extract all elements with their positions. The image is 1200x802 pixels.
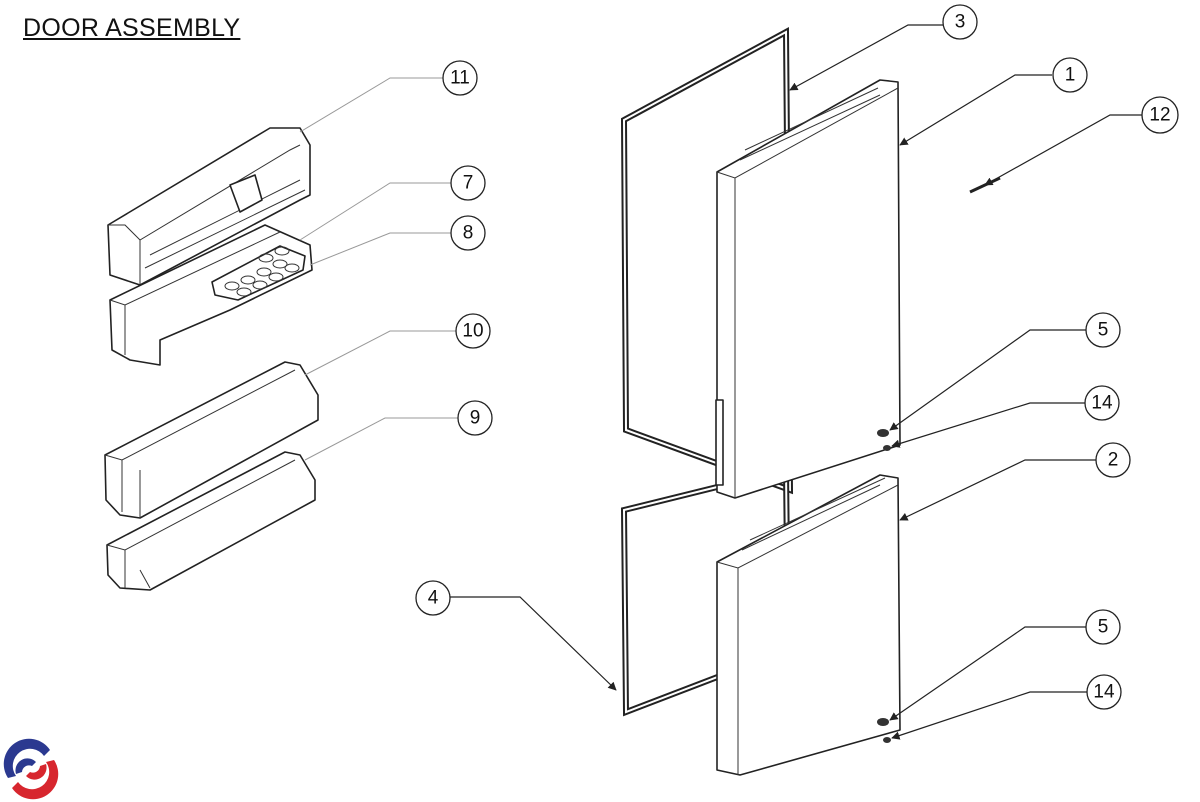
svg-text:14: 14 [1093, 682, 1115, 703]
svg-text:8: 8 [463, 223, 474, 244]
part-1-upper-door [715, 79, 901, 499]
callout-12: 12 [1141, 96, 1179, 134]
callout-2: 2 [1095, 442, 1131, 478]
callout-14-lower: 14 [1086, 674, 1122, 710]
part-2-lower-door [716, 474, 901, 776]
svg-text:4: 4 [428, 588, 439, 609]
part-11-dairy-compartment [107, 127, 311, 286]
callout-11: 11 [442, 60, 478, 96]
callout-7: 7 [450, 165, 486, 201]
part-14-hinge-pin-lower [883, 737, 891, 743]
svg-text:9: 9 [470, 408, 481, 429]
callout-14-upper: 14 [1084, 385, 1120, 421]
svg-text:14: 14 [1091, 393, 1113, 414]
callout-3: 3 [942, 4, 978, 40]
part-5-hinge-bushing-upper [877, 429, 889, 437]
callout-4: 4 [415, 580, 451, 616]
svg-text:10: 10 [462, 321, 483, 342]
svg-text:5: 5 [1098, 617, 1109, 638]
svg-text:2: 2 [1108, 450, 1119, 471]
callout-5-lower: 5 [1085, 609, 1121, 645]
callout-1: 1 [1052, 57, 1088, 93]
part-9-door-shelf [106, 451, 316, 591]
brand-logo [3, 738, 59, 800]
callout-5-upper: 5 [1085, 312, 1121, 348]
part-14-hinge-pin-upper [883, 445, 891, 451]
svg-text:1: 1 [1065, 65, 1076, 86]
svg-text:7: 7 [463, 173, 474, 194]
svg-text:5: 5 [1098, 320, 1109, 341]
svg-text:3: 3 [955, 12, 966, 33]
svg-text:12: 12 [1149, 105, 1170, 126]
part-10-door-shelf [104, 361, 319, 519]
diagram-title: DOOR ASSEMBLY [23, 14, 241, 42]
svg-text:11: 11 [450, 68, 470, 89]
callout-9: 9 [457, 400, 493, 436]
callout-8: 8 [450, 215, 486, 251]
callout-10: 10 [455, 313, 491, 349]
part-7-egg-tray [211, 245, 306, 301]
part-3-door-gasket-upper [620, 26, 794, 495]
part-5-hinge-bushing-lower [877, 718, 889, 726]
